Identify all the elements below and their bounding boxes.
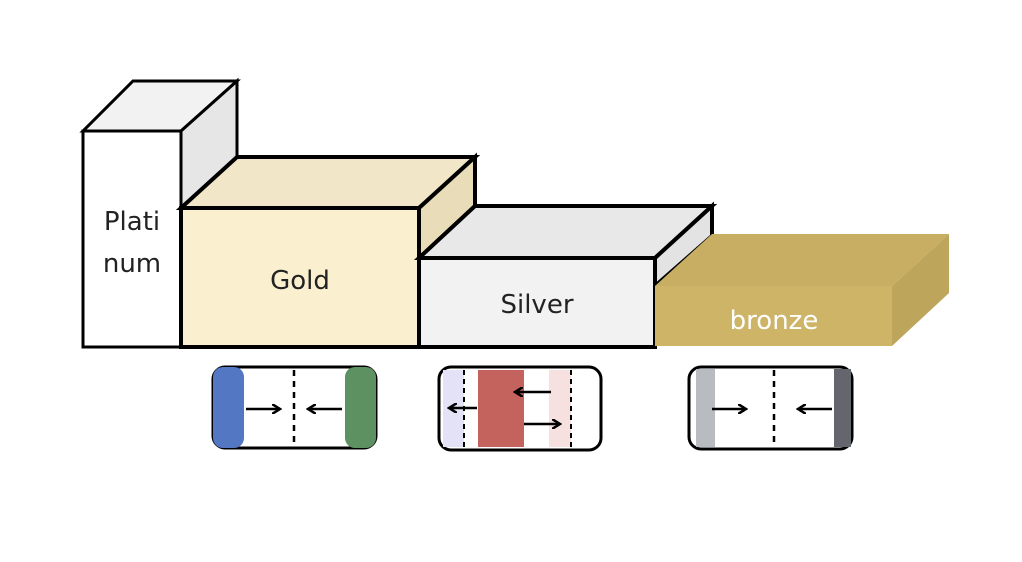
blue-wall-bar xyxy=(213,367,244,448)
gold-label: Gold xyxy=(270,266,330,296)
bronze-block: bronze xyxy=(655,234,949,346)
crossing-panel xyxy=(437,365,603,452)
light-gray-wall-bar xyxy=(696,369,715,447)
pink-bar xyxy=(549,370,571,447)
bronze-front-face xyxy=(655,286,892,346)
platinum-label-line2: num xyxy=(103,249,161,279)
platinum-front-face xyxy=(81,129,183,349)
platinum-label-line1: Plati xyxy=(104,207,160,237)
silver-label: Silver xyxy=(500,290,573,320)
silver-block: Silver xyxy=(413,201,718,349)
converging-panel xyxy=(211,365,378,450)
bronze-side-face xyxy=(892,234,949,346)
gray-converging-panel xyxy=(687,365,854,451)
bronze-top-face xyxy=(655,234,949,286)
panel-frame xyxy=(687,365,854,451)
dark-gray-wall-bar xyxy=(834,369,851,447)
bronze-label: bronze xyxy=(730,306,819,336)
red-bar xyxy=(478,370,524,447)
green-wall-bar xyxy=(345,367,376,448)
platinum-block: Plati num xyxy=(79,77,241,349)
